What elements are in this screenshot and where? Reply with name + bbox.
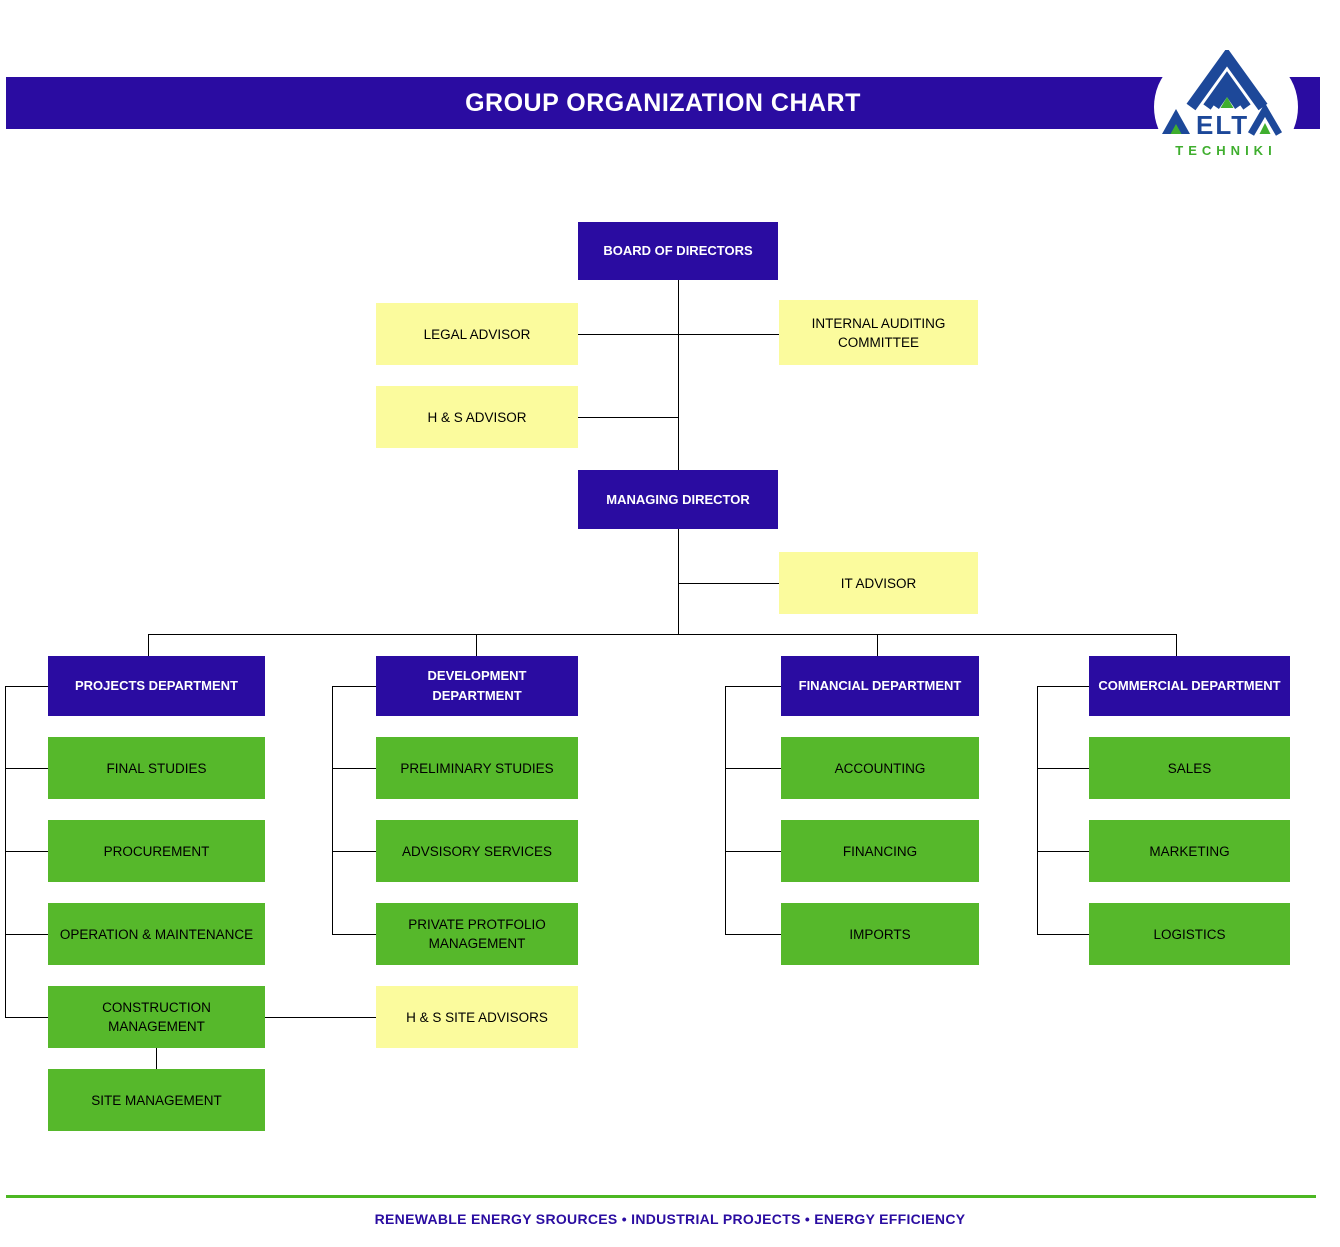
stub-imports xyxy=(725,934,781,935)
stub-marketing xyxy=(1037,851,1089,852)
connector-drop-financial xyxy=(877,634,878,656)
stub-procurement xyxy=(5,851,48,852)
node-legal-advisor: LEGAL ADVISOR xyxy=(376,303,578,365)
node-managing-director: MANAGING DIRECTOR xyxy=(578,470,778,529)
stub-commercial-header xyxy=(1037,686,1089,687)
connector-construction-to-hs-site xyxy=(265,1017,376,1018)
stub-private-portfolio xyxy=(332,934,376,935)
node-imports: IMPORTS xyxy=(781,903,979,965)
connector-drop-commercial xyxy=(1176,634,1177,656)
node-private-portfolio-management: PRIVATE PROTFOLIO MANAGEMENT xyxy=(376,903,578,965)
connector-dept-distribution xyxy=(148,634,1176,635)
dept-commercial: COMMERCIAL DEPARTMENT xyxy=(1089,656,1290,716)
node-accounting: ACCOUNTING xyxy=(781,737,979,799)
node-site-management: SITE MANAGEMENT xyxy=(48,1069,265,1131)
stub-preliminary-studies xyxy=(332,768,376,769)
spine-commercial xyxy=(1037,686,1038,934)
logo-subtitle: TECHNIKI xyxy=(1175,143,1276,158)
node-it-advisor: IT ADVISOR xyxy=(779,552,978,614)
node-final-studies: FINAL STUDIES xyxy=(48,737,265,799)
node-advisory-services: ADVSISORY SERVICES xyxy=(376,820,578,882)
stub-development-header xyxy=(332,686,376,687)
footer-tagline: RENEWABLE ENERGY SROURCES • INDUSTRIAL P… xyxy=(374,1211,966,1227)
stub-advisory-services xyxy=(332,851,376,852)
node-procurement: PROCUREMENT xyxy=(48,820,265,882)
node-internal-auditing-committee: INTERNAL AUDITING COMMITTEE xyxy=(779,300,978,365)
node-hs-advisor: H & S ADVISOR xyxy=(376,386,578,448)
connector-hs-advisor xyxy=(578,417,678,418)
connector-construction-to-site-mgmt xyxy=(156,1048,157,1069)
stub-operation-maintenance xyxy=(5,934,48,935)
stub-projects-header xyxy=(5,686,48,687)
stub-accounting xyxy=(725,768,781,769)
node-logistics: LOGISTICS xyxy=(1089,903,1290,965)
stub-construction xyxy=(5,1017,48,1018)
connector-md-to-depts xyxy=(678,529,679,634)
page-title: GROUP ORGANIZATION CHART xyxy=(465,88,861,117)
dept-development: DEVELOPMENT DEPARTMENT xyxy=(376,656,578,716)
company-logo: ELT TECHNIKI xyxy=(1154,50,1298,164)
connector-drop-projects xyxy=(148,634,149,656)
connector-board-to-md xyxy=(678,280,679,470)
connector-it-advisor xyxy=(678,583,779,584)
connector-drop-development xyxy=(476,634,477,656)
connector-advisors-row xyxy=(578,334,779,335)
title-bar: GROUP ORGANIZATION CHART xyxy=(6,77,1320,129)
node-marketing: MARKETING xyxy=(1089,820,1290,882)
node-construction-management: CONSTRUCTION MANAGEMENT xyxy=(48,986,265,1048)
dept-financial: FINANCIAL DEPARTMENT xyxy=(781,656,979,716)
node-preliminary-studies: PRELIMINARY STUDIES xyxy=(376,737,578,799)
node-sales: SALES xyxy=(1089,737,1290,799)
stub-sales xyxy=(1037,768,1089,769)
footer-divider xyxy=(6,1195,1316,1198)
dept-projects: PROJECTS DEPARTMENT xyxy=(48,656,265,716)
delta-techniki-logo-icon: ELT TECHNIKI xyxy=(1162,50,1283,158)
spine-development xyxy=(332,686,333,934)
node-financing: FINANCING xyxy=(781,820,979,882)
node-operation-maintenance: OPERATION & MAINTENANCE xyxy=(48,903,265,965)
stub-final-studies xyxy=(5,768,48,769)
node-board-of-directors: BOARD OF DIRECTORS xyxy=(578,222,778,280)
stub-financing xyxy=(725,851,781,852)
stub-financial-header xyxy=(725,686,781,687)
node-hs-site-advisors: H & S SITE ADVISORS xyxy=(376,986,578,1048)
spine-financial xyxy=(725,686,726,934)
stub-logistics xyxy=(1037,934,1089,935)
logo-wordmark-letters: ELT xyxy=(1196,110,1249,140)
